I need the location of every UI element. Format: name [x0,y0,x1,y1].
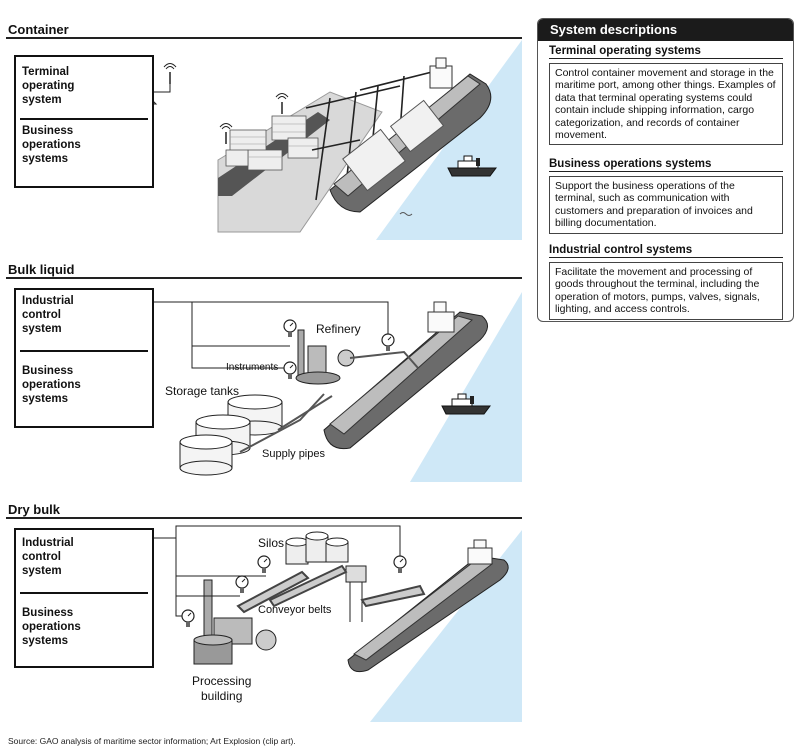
silos-label: Silos [258,536,285,550]
section-rule [6,277,522,279]
storage-tanks-label: Storage tanks [165,384,240,398]
box-divider [20,118,148,120]
container-dock [217,91,383,233]
wireless-icon [163,62,177,85]
dry-bulk-ship [347,539,509,673]
silos [285,531,367,622]
bulk-liquid-systems-box: Industrial control system Business opera… [14,288,154,428]
dry-bulk-scene [85,525,522,722]
terminal-operating-system-label: Terminal operating system [22,66,75,106]
system-descriptions-header: System descriptions [538,19,793,41]
instruments-label: Instruments [226,362,279,373]
business-operations-systems-heading: Business operations systems [549,158,783,172]
container-stacks [225,115,319,171]
business-operations-systems-label: Business operations systems [22,365,81,405]
supply-pipes [239,350,419,453]
terminal-operating-systems-heading: Terminal operating systems [549,45,783,59]
conveyor-belts-label: Conveyor belts [258,604,332,616]
bulk-liquid-scene [85,292,522,482]
box-divider [20,592,148,594]
refinery [295,329,355,385]
gauge-icon [283,361,297,380]
industrial-control-systems-description: Facilitate the movement and processing o… [549,262,783,320]
gauge-icon [257,555,271,574]
gauge-icon [393,555,407,574]
bulk-liquid-water [410,292,522,482]
processing-building-label: Processing building [192,674,252,703]
box-divider [20,350,148,352]
terminal-operating-systems-description: Control container movement and storage i… [549,63,783,145]
section-title-bulk-liquid: Bulk liquid [8,262,75,277]
antenna-icon [275,92,289,115]
source-note: Source: GAO analysis of maritime sector … [8,736,296,746]
container-scene [76,40,522,240]
system-descriptions-panel: System descriptions Terminal operating s… [537,18,794,322]
container-systems-box: Terminal operating system Business opera… [14,55,154,188]
storage-tanks [179,394,283,476]
section-rule [6,37,522,39]
container-cranes [305,69,441,201]
business-operations-systems-label: Business operations systems [22,607,81,647]
supply-pipes-label: Supply pipes [262,448,325,460]
conveyor-belts [236,564,426,614]
business-operations-systems-label: Business operations systems [22,125,81,165]
gauge-icon [181,609,195,628]
container-ship [329,57,492,213]
industrial-control-system-label: Industrial control system [22,537,74,577]
section-title-dry-bulk: Dry bulk [8,502,61,517]
industrial-control-system-label: Industrial control system [22,295,74,335]
gauge-icon [381,333,395,352]
processing-building [193,579,277,665]
refinery-label: Refinery [316,322,361,336]
business-operations-systems-description: Support the business operations of the t… [549,176,783,234]
section-title-container: Container [8,22,69,37]
gauge-icon [235,575,249,594]
tanker-ship [323,301,488,450]
control-lines [154,301,389,369]
dry-bulk-systems-box: Industrial control system Business opera… [14,528,154,668]
industrial-control-systems-heading: Industrial control systems [549,244,783,258]
section-rule [6,517,522,519]
gauge-icon [283,319,297,338]
